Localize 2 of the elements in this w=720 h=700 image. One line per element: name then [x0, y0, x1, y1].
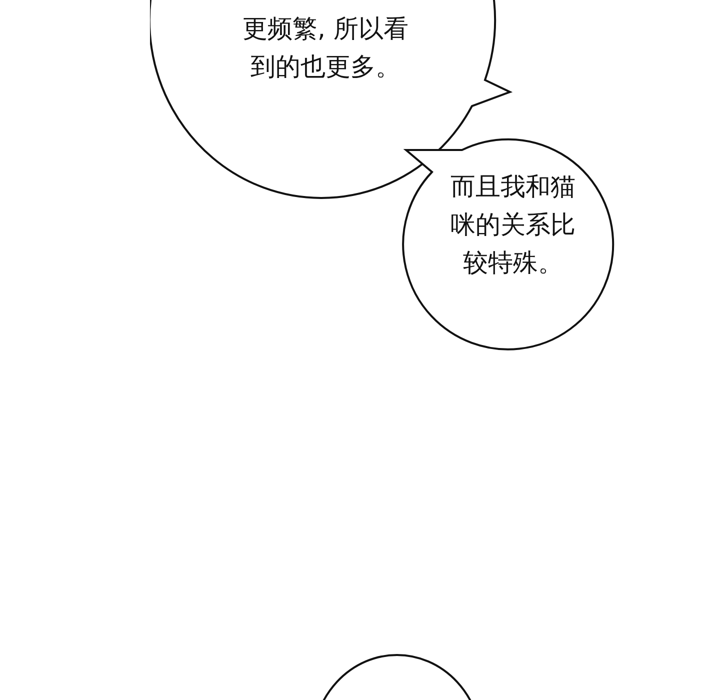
dialogue-text: 而且我和猫咪的关系比较特殊。 — [450, 171, 576, 279]
dialogue-text: 更频繁, 所以看到的也更多。 — [242, 13, 410, 83]
